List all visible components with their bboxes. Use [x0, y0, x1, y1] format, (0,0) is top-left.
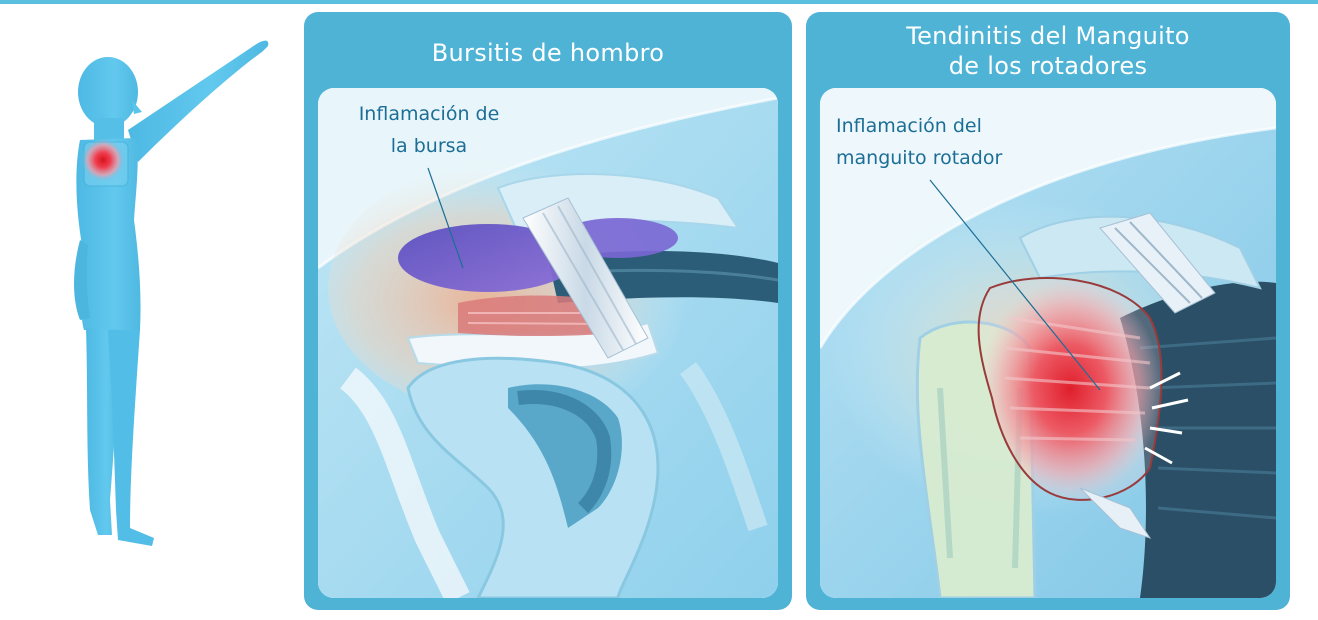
bursitis-anatomy-illustration	[318, 88, 778, 598]
rotator-cuff-illustration-area: Inflamación del manguito rotador	[820, 88, 1276, 598]
bursitis-panel: Bursitis de hombro	[304, 12, 792, 610]
rotator-cuff-inflammation-label: Inflamación del manguito rotador	[836, 115, 1003, 169]
bursitis-illustration-area: Inflamación de la bursa	[318, 88, 778, 598]
top-border-line	[0, 0, 1318, 4]
rotator-cuff-panel: Tendinitis del Manguito de los rotadores	[806, 12, 1290, 610]
human-figure-illustration	[74, 40, 269, 546]
rotator-cuff-anatomy-illustration	[820, 88, 1276, 598]
bursa-inflammation-label: Inflamación de la bursa	[358, 103, 500, 157]
panel-title-rotator-cuff: Tendinitis del Manguito de los rotadores	[906, 22, 1190, 80]
panel-title-bursitis: Bursitis de hombro	[431, 39, 665, 67]
